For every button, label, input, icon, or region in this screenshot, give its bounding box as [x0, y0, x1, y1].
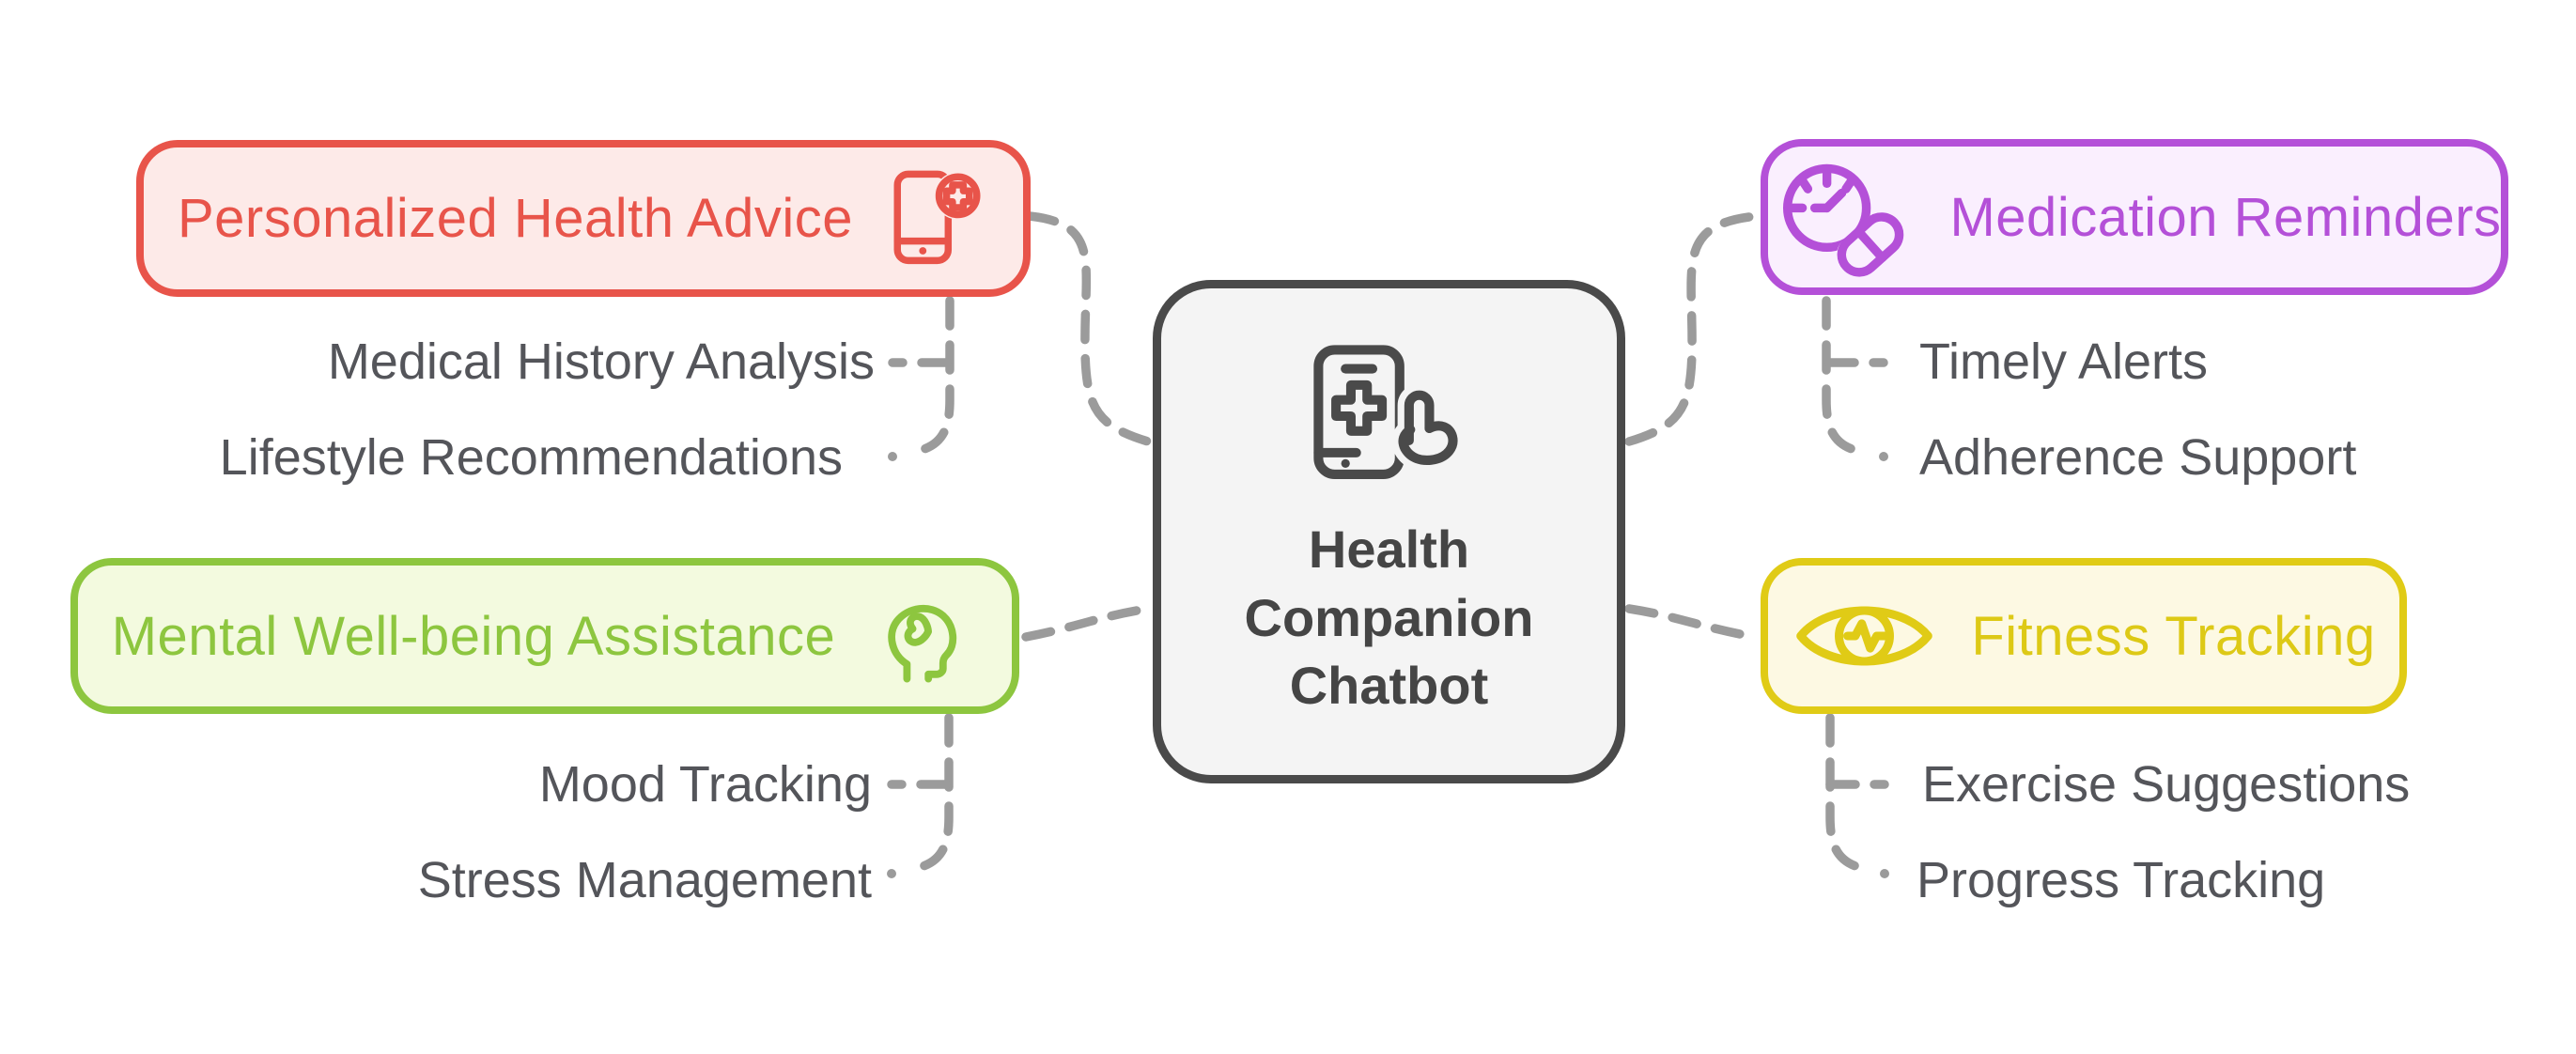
connector-dot: [888, 452, 897, 461]
subitem-medical-history-analysis: Medical History Analysis: [327, 333, 875, 390]
connector-fitness-subitems: [1825, 713, 1871, 874]
connector-mental-to-center: [1021, 604, 1153, 642]
subitem-mood-tracking: Mood Tracking: [538, 756, 872, 813]
connector-center-to-reminders: [1624, 211, 1761, 446]
connector-advice-to-center: [1025, 211, 1153, 446]
node-label: Fitness Tracking: [1971, 605, 2376, 667]
connector-dot: [887, 869, 896, 878]
node-label: Personalized Health Advice: [177, 188, 854, 249]
center-node: Health Companion Chatbot: [1153, 280, 1625, 783]
connector-center-to-fitness: [1624, 604, 1760, 642]
timer-pill-icon: [1783, 163, 1905, 277]
eye-pulse-icon: [1796, 606, 1933, 666]
phone-medical-plus-icon: [893, 170, 982, 265]
node-fitness-tracking: Fitness Tracking: [1761, 558, 2407, 714]
phone-tap-medical-icon: [1312, 345, 1465, 479]
center-node-title: Health Companion Chatbot: [1244, 519, 1534, 716]
node-mental-well-being-assistance: Mental Well-being Assistance: [70, 558, 1019, 714]
node-personalized-health-advice: Personalized Health Advice: [136, 140, 1031, 297]
subitem-progress-tracking: Progress Tracking: [1916, 852, 2326, 908]
subitem-lifestyle-recommendations: Lifestyle Recommendations: [219, 429, 843, 486]
node-label: Medication Reminders: [1949, 186, 2502, 248]
subitem-adherence-support: Adherence Support: [1919, 429, 2357, 486]
connector-advice-subitems: [908, 296, 954, 457]
head-heart-icon: [888, 605, 957, 683]
connector-dot: [1879, 452, 1888, 461]
subitem-exercise-suggestions: Exercise Suggestions: [1922, 756, 2411, 813]
subitem-timely-alerts: Timely Alerts: [1919, 333, 2209, 390]
node-medication-reminders: Medication Reminders: [1761, 139, 2508, 295]
connector-mental-subitems: [908, 713, 954, 874]
connector-dot: [1880, 869, 1889, 878]
connector-reminders-subitems: [1822, 296, 1868, 457]
subitem-stress-management: Stress Management: [417, 852, 872, 908]
node-label: Mental Well-being Assistance: [111, 605, 836, 667]
